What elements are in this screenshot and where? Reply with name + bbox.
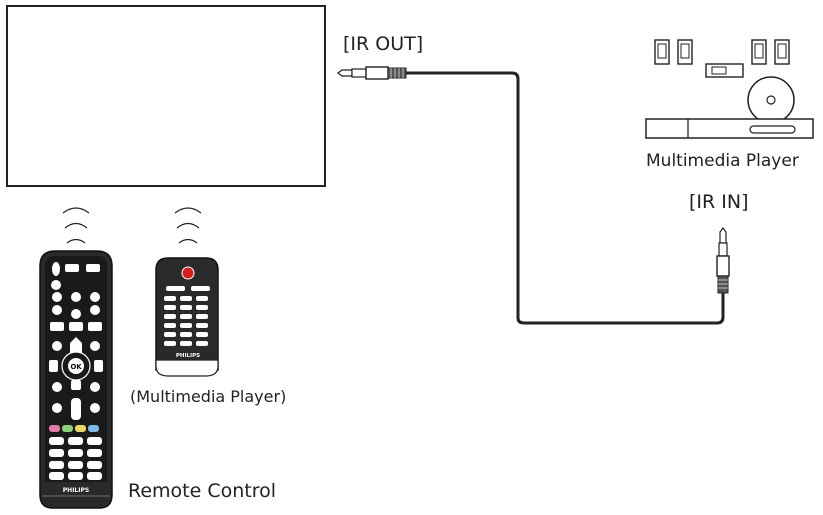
media-player-unit-icon <box>645 118 814 139</box>
ir-in-jack-plug-icon <box>716 227 730 294</box>
multimedia-player-equipment <box>645 39 814 139</box>
ir-out-label: [IR OUT] <box>343 33 423 55</box>
ir-cable <box>406 71 725 325</box>
blue-key <box>88 425 99 432</box>
multimedia-player-label: Multimedia Player <box>646 151 799 171</box>
ir-signal-waves-icon <box>174 207 202 244</box>
large-remote-brand: PHILIPS <box>63 487 89 494</box>
center-speaker-icon <box>705 63 744 78</box>
remote-control-icon: PHILIPS <box>155 257 219 377</box>
speaker-icon <box>751 39 767 65</box>
remote-control-label: Remote Control <box>128 480 276 502</box>
power-button-icon <box>181 266 195 280</box>
speaker-icon <box>677 39 693 65</box>
green-key <box>62 425 73 432</box>
ir-out-jack-plug-icon <box>337 66 407 80</box>
ok-button-label: OK <box>70 363 82 371</box>
small-remote-brand: PHILIPS <box>176 353 200 359</box>
speaker-icon <box>654 39 670 65</box>
remote-control-icon: OK PHILIPS <box>39 250 113 509</box>
ir-signal-waves-icon <box>62 207 90 244</box>
remote-multimedia-label: (Multimedia Player) <box>130 387 286 406</box>
speaker-icon <box>774 39 790 65</box>
red-key <box>49 425 60 432</box>
yellow-key <box>75 425 86 432</box>
subwoofer-icon <box>747 76 795 124</box>
display-monitor-icon <box>6 5 326 187</box>
ir-in-label: [IR IN] <box>689 191 749 213</box>
